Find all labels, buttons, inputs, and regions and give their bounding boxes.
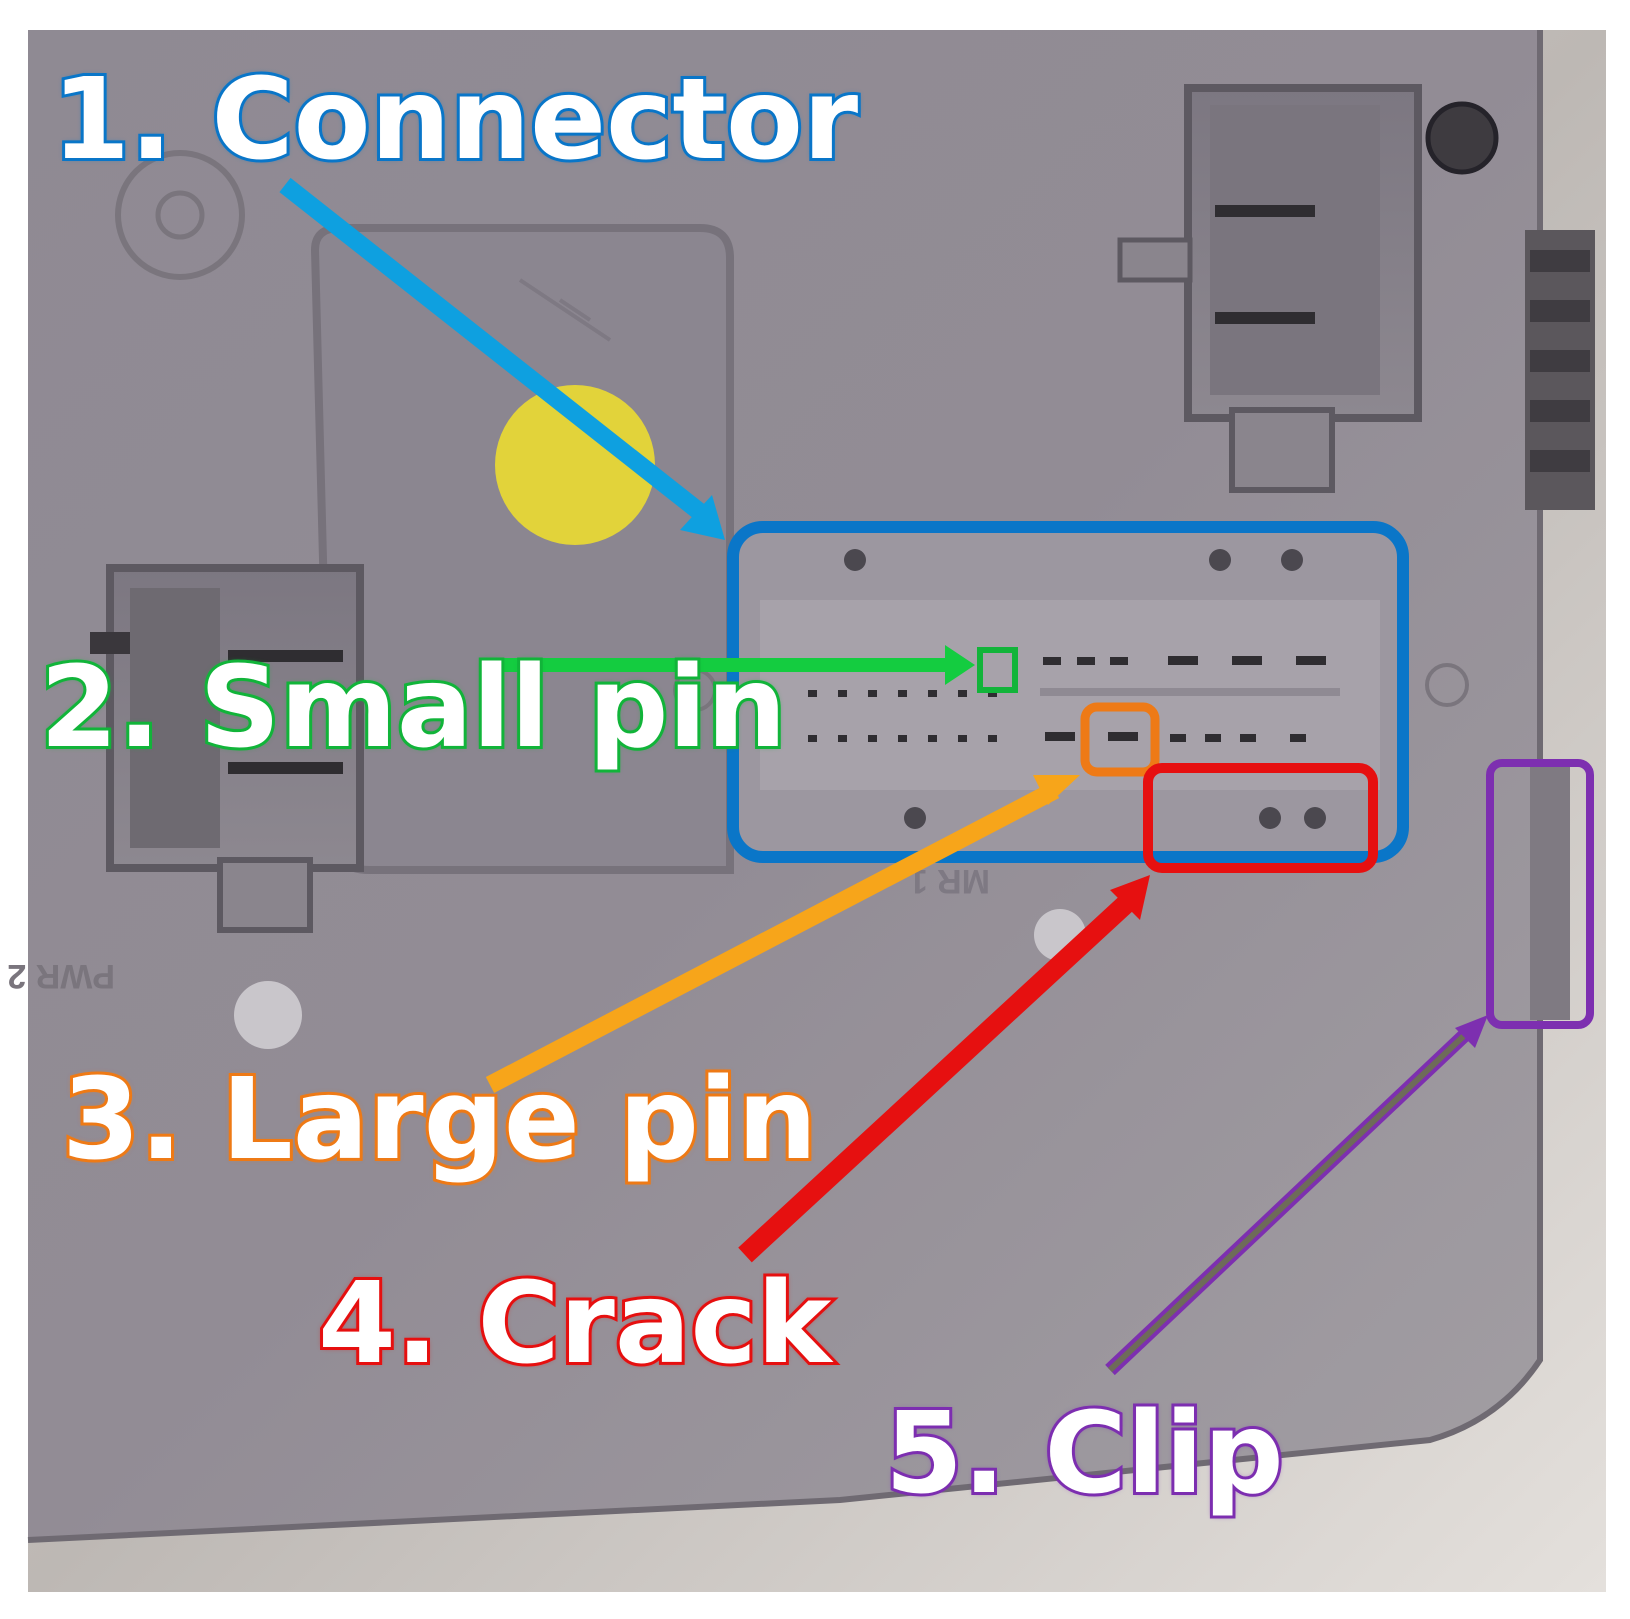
pwr2-latch <box>90 632 130 654</box>
crack-box <box>1143 763 1378 873</box>
small-pin-row-1 <box>808 690 997 697</box>
bracket-teeth <box>1530 250 1590 472</box>
top-blade-2 <box>1215 312 1315 324</box>
top-connector-lock <box>1229 407 1335 493</box>
pwr2-cavity <box>130 588 220 848</box>
main-connector-keys <box>844 549 1326 829</box>
housing-edge <box>27 30 1543 1543</box>
pwr2-marking: PWR 2 <box>7 957 115 995</box>
large-pin-arrowhead <box>1033 775 1080 805</box>
connector-label: 1. Connector <box>49 55 861 185</box>
side-hole-right <box>1425 663 1469 707</box>
mount-hole <box>155 190 205 240</box>
crack-arrow <box>738 892 1137 1263</box>
pwr2-blade-bottom <box>228 762 343 774</box>
small-pin-label: 2. Small pin <box>37 643 789 773</box>
large-pin-row-1 <box>1043 656 1326 665</box>
clip-arrow <box>1107 1027 1473 1373</box>
small-pin-arrowhead <box>945 645 975 685</box>
connector-box <box>727 521 1409 863</box>
pwr2-blade-top <box>228 650 343 662</box>
large-pin-label: 3. Large pin <box>59 1055 820 1185</box>
crack-label: 4. Crack <box>315 1259 834 1389</box>
panel-marking <box>518 278 612 342</box>
pwr2-lock <box>217 857 313 933</box>
crack-arrowhead <box>1110 875 1150 920</box>
large-pin-box <box>1080 702 1160 777</box>
small-pin-row-2 <box>808 735 997 742</box>
top-blade-1 <box>1215 205 1315 217</box>
clip-label: 5. Clip <box>882 1389 1287 1519</box>
clip-tab <box>1530 760 1570 1020</box>
connector-arrowhead <box>680 495 725 540</box>
top-connector-cavity <box>1210 105 1380 395</box>
mount-ring <box>115 150 245 280</box>
large-pin-arrow <box>485 782 1060 1093</box>
top-screw <box>1425 101 1499 175</box>
yellow-dot <box>495 385 655 545</box>
top-connector-tab <box>1117 237 1193 283</box>
clip-arrowhead <box>1455 1015 1488 1048</box>
clip-box <box>1486 759 1594 1029</box>
small-pin-box <box>977 647 1018 693</box>
connector-arrow <box>279 177 716 528</box>
large-pin-row-2 <box>1045 732 1306 742</box>
pwr2-led <box>234 981 302 1049</box>
pin-divider <box>1040 688 1340 696</box>
raised-panel <box>310 224 734 874</box>
